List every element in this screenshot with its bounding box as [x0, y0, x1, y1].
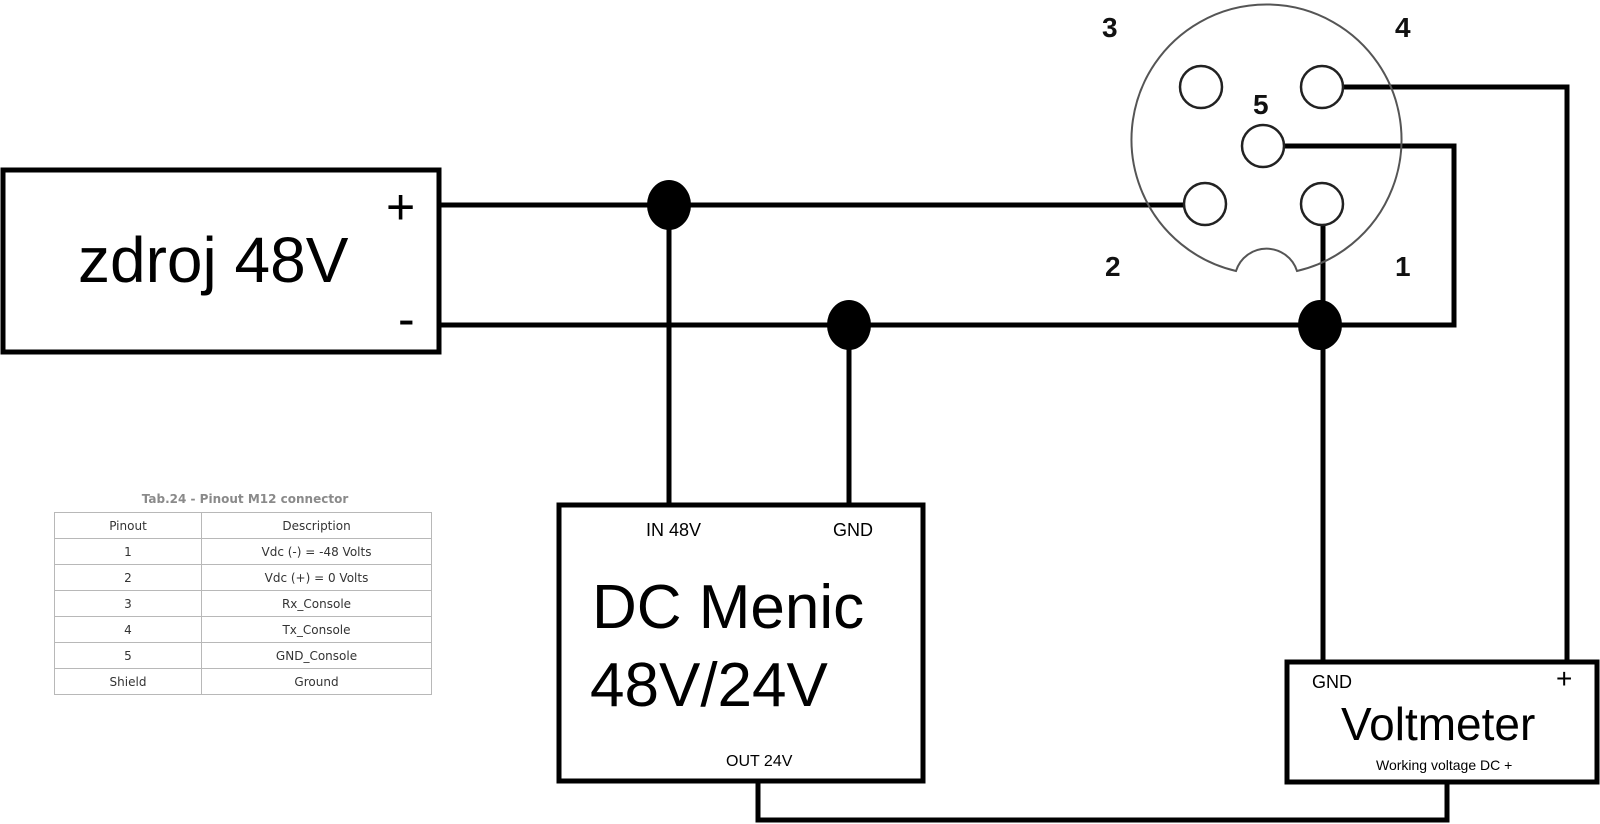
table-row: 5 GND_Console: [54, 642, 432, 669]
voltmeter-plus-label: +: [1556, 663, 1572, 694]
pinout-header-pinout: Pinout: [54, 512, 202, 539]
table-row: 2 Vdc (+) = 0 Volts: [54, 564, 432, 591]
pinout-cell: 5: [54, 642, 202, 669]
pinout-header-description: Description: [201, 512, 432, 539]
connector-pin-number-5: 5: [1253, 89, 1269, 120]
power-supply-minus-terminal: -: [398, 291, 415, 347]
voltmeter-note: Working voltage DC +: [1376, 757, 1512, 773]
pinout-table-title: Tab.24 - Pinout M12 connector: [141, 492, 349, 506]
converter-out-label: OUT 24V: [726, 753, 793, 770]
description-cell: Tx_Console: [201, 616, 432, 643]
dc-converter: IN 48V GND DC Menic 48V/24V OUT 24V: [556, 502, 926, 784]
pinout-cell: 4: [54, 616, 202, 643]
pinout-table-header-row: Pinout Description: [54, 512, 432, 539]
power-supply: zdroj 48V + -: [0, 167, 442, 355]
junctions: [647, 180, 1342, 350]
table-row: 4 Tx_Console: [54, 616, 432, 643]
voltmeter-box: [1284, 659, 1600, 785]
table-row: Shield Ground: [54, 668, 432, 695]
connector-pin-5-hole: [1240, 123, 1286, 169]
power-supply-plus-terminal: +: [386, 179, 415, 235]
table-row: 3 Rx_Console: [54, 590, 432, 617]
description-cell: Rx_Console: [201, 590, 432, 617]
junction-negative-connector: [1298, 300, 1342, 350]
pinout-cell: Shield: [54, 668, 202, 695]
wires: [440, 84, 1570, 823]
wire-pin4-to-voltmeter-plus: [1340, 84, 1570, 663]
wire-pin5-to-ground: [1282, 143, 1457, 328]
converter-title-line2: 48V/24V: [590, 651, 829, 720]
voltmeter-title: Voltmeter: [1341, 698, 1535, 750]
pinout-cell: 1: [54, 538, 202, 565]
converter-title-line1: DC Menic: [592, 573, 864, 642]
junction-positive: [647, 180, 691, 230]
connector-pin-number-4: 4: [1395, 12, 1411, 43]
description-cell: Vdc (+) = 0 Volts: [201, 564, 432, 591]
connector-pin-number-3: 3: [1102, 12, 1118, 43]
description-cell: Vdc (-) = -48 Volts: [201, 538, 432, 565]
connector-pin-3-hole: [1178, 64, 1224, 110]
table-row: 1 Vdc (-) = -48 Volts: [54, 538, 432, 565]
voltmeter: GND + Voltmeter Working voltage DC +: [1284, 659, 1600, 785]
connector-pin-2-hole: [1182, 181, 1228, 227]
power-supply-box: [0, 167, 442, 355]
voltmeter-gnd-label: GND: [1312, 672, 1352, 692]
description-cell: GND_Console: [201, 642, 432, 669]
connector-pin-1-hole: [1299, 181, 1345, 227]
connector-pin-number-2: 2: [1105, 251, 1121, 282]
pinout-cell: 3: [54, 590, 202, 617]
m12-connector: 3 4 5 2 1: [1102, 3, 1411, 282]
converter-in-label: IN 48V: [646, 520, 701, 540]
connector-pin-4-hole: [1299, 64, 1345, 110]
pinout-cell: 2: [54, 564, 202, 591]
connector-pin-number-1: 1: [1395, 251, 1411, 282]
junction-negative-converter: [827, 300, 871, 350]
connector-outline: [1130, 3, 1403, 273]
dc-converter-box: [556, 502, 926, 784]
wire-converter-out-loop: [755, 780, 1450, 823]
pinout-table-container: Tab.24 - Pinout M12 connector Pinout Des…: [54, 490, 432, 695]
description-cell: Ground: [201, 668, 432, 695]
converter-gnd-label: GND: [833, 520, 873, 540]
pinout-table: Pinout Description 1 Vdc (-) = -48 Volts…: [54, 512, 432, 695]
power-supply-label: zdroj 48V: [78, 224, 349, 296]
